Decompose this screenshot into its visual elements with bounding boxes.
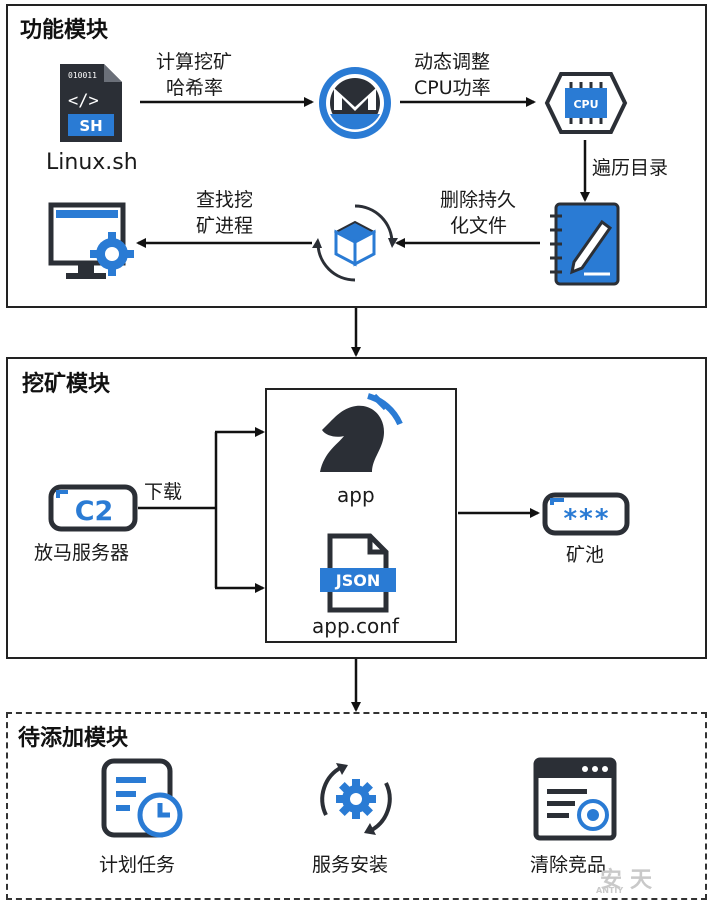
clear-competitors-label: 清除竞品: [530, 854, 607, 876]
edge-find-line2: 矿进程: [196, 215, 254, 237]
svg-text:</>: </>: [68, 91, 99, 111]
json-tag-text: JSON: [335, 571, 380, 590]
app-files-box: [265, 388, 457, 643]
watermark-text: 安天: [600, 868, 661, 893]
c2-server-icon: C2: [48, 484, 138, 532]
cpu-chip-text: CPU: [573, 98, 598, 111]
edge-traverse-label: 遍历目录: [592, 157, 669, 179]
pool-badge-text: ***: [563, 504, 610, 534]
shell-script-file-icon: 010011 </> SH: [60, 64, 122, 142]
file-tag-text: SH: [79, 117, 102, 135]
mining-pool-label: 矿池: [566, 544, 605, 566]
cpu-chip-icon: CPU: [544, 72, 628, 134]
service-install-label: 服务安装: [312, 854, 389, 876]
c2-badge-text: C2: [75, 496, 114, 527]
browser-window-icon: [533, 757, 617, 841]
cube-cycle-icon: [312, 204, 398, 282]
pending-module-box: [6, 712, 707, 900]
mining-module-box: [6, 357, 707, 659]
app-label: app: [337, 483, 375, 507]
pending-module-title: 待添加模块: [18, 726, 129, 751]
function-module-title: 功能模块: [20, 18, 109, 43]
antiy-watermark: 安天: [600, 862, 660, 894]
scheduled-task-label: 计划任务: [99, 854, 176, 876]
edge-cpu-line2: CPU功率: [414, 77, 491, 99]
monitor-gear-icon: [48, 202, 134, 279]
script-name-label: Linux.sh: [46, 150, 138, 175]
function-module-box: [6, 4, 707, 308]
app-knight-icon: [320, 393, 403, 472]
json-file-icon: JSON: [320, 533, 396, 613]
edge-delete-line1: 删除持久: [440, 189, 517, 211]
edge-calc-line1: 计算挖矿: [156, 51, 233, 73]
notebook-edit-icon: [550, 202, 620, 286]
scheduled-task-icon: [101, 758, 183, 838]
app-conf-label: app.conf: [312, 614, 399, 638]
edge-delete-line2: 化文件: [450, 215, 508, 237]
watermark-sub: ANTIY: [596, 886, 624, 895]
edge-calc-line2: 哈希率: [166, 77, 224, 99]
mining-module-title: 挖矿模块: [22, 372, 111, 397]
mining-pool-icon: ***: [542, 492, 630, 536]
edge-find-line1: 查找挖: [196, 189, 254, 211]
file-bits-text: 010011: [68, 71, 97, 80]
edge-download-label: 下载: [144, 481, 183, 503]
monero-coin-icon: [319, 67, 391, 139]
c2-server-label: 放马服务器: [34, 542, 130, 564]
service-install-icon: [320, 763, 392, 835]
edge-cpu-line1: 动态调整: [414, 51, 491, 73]
